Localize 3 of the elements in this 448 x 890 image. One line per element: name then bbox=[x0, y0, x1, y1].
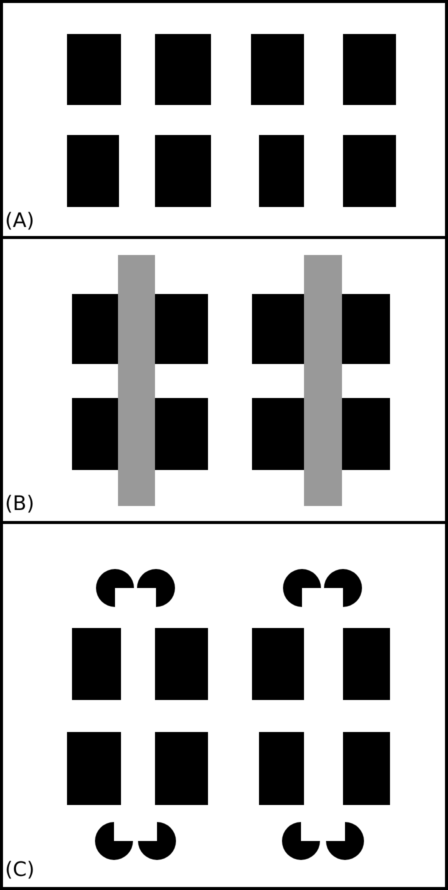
panel-label: (C) bbox=[5, 857, 35, 881]
panel-label: (B) bbox=[5, 491, 34, 515]
panel-label: (A) bbox=[5, 208, 34, 232]
